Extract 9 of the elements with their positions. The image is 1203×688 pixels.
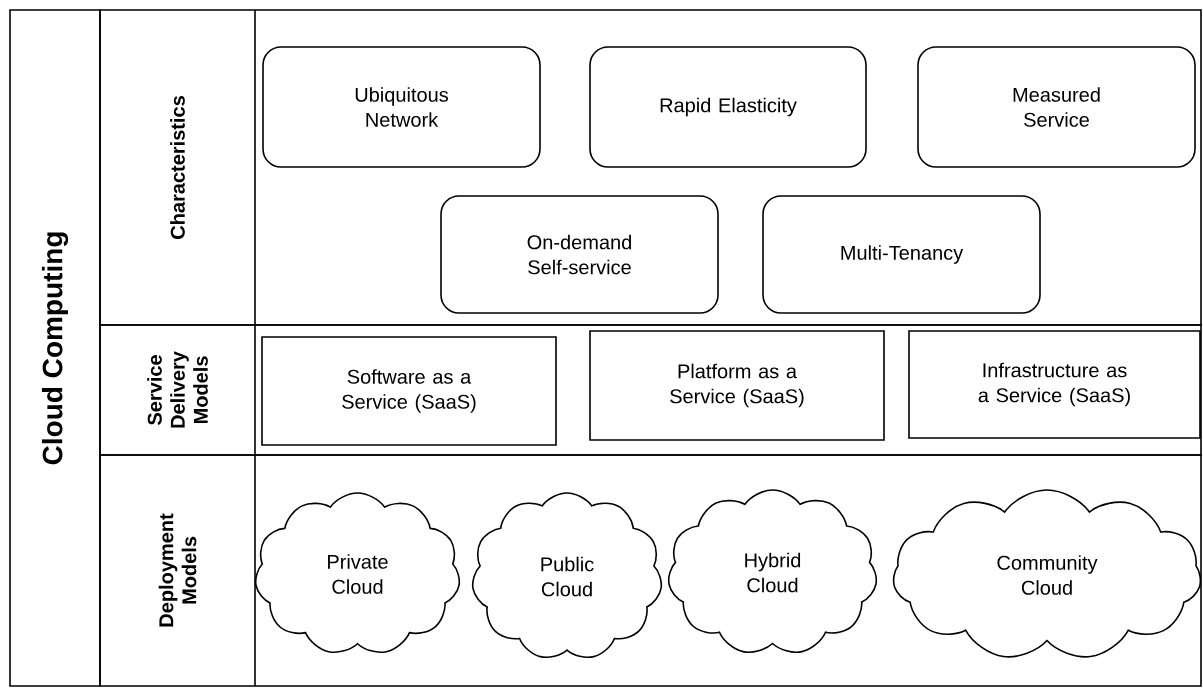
rounded-box: Multi-Tenancy <box>762 195 1041 314</box>
title-band: Cloud Computing <box>9 9 101 687</box>
process-box: Platform as a Service (SaaS) <box>589 330 885 441</box>
rounded-box: Ubiquitous Network <box>262 46 541 168</box>
rounded-box: On-demand Self-service <box>440 195 719 314</box>
process-box: Software as a Service (SaaS) <box>261 336 557 446</box>
rounded-box: Measured Service <box>917 46 1196 168</box>
process-box: Infrastructure as a Service (SaaS) <box>908 330 1201 439</box>
rounded-box: Rapid Elasticity <box>589 46 867 168</box>
